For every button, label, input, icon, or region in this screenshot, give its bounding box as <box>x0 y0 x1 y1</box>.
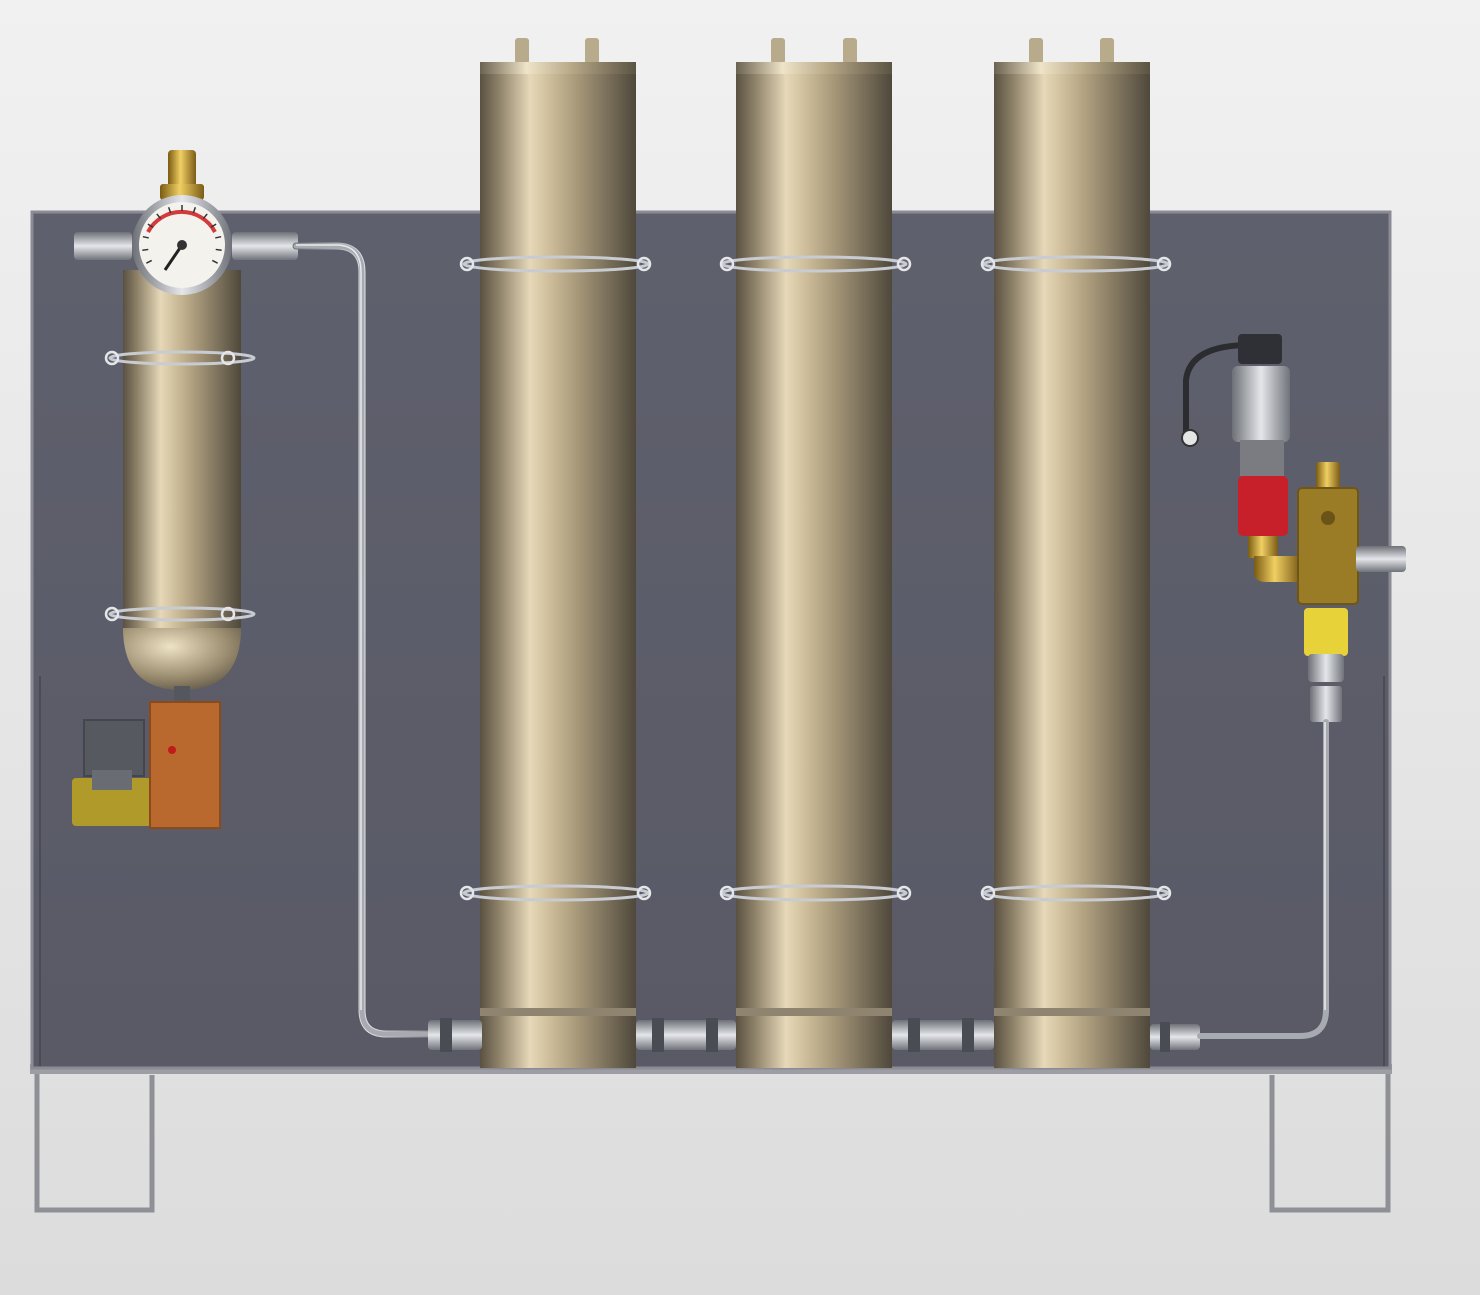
connector-inlet <box>428 1020 482 1050</box>
top-brass-valve <box>168 150 196 192</box>
bottom-connectors <box>428 1018 1200 1052</box>
yellow-fitting <box>1304 608 1348 656</box>
pre-filter-body <box>123 270 241 630</box>
pre-filter-clamp-bottom <box>108 606 256 622</box>
gauge-needle <box>163 244 184 271</box>
clamp-eyelets <box>104 256 1172 901</box>
drain-solenoid <box>83 719 145 777</box>
cylinder-1-clamp-bottom <box>462 884 650 902</box>
red-fitting <box>1238 476 1288 536</box>
brass-valve-top <box>1316 462 1340 490</box>
pressure-gauge <box>132 195 232 295</box>
pre-filter-clamp-top <box>108 350 256 366</box>
pre-filter-assembly <box>72 150 298 829</box>
gauge-tick <box>215 248 222 251</box>
sensor-cable <box>1183 342 1253 439</box>
back-panel <box>30 210 1392 1070</box>
cylinder-3-clamp-top <box>982 255 1170 273</box>
connector-1-2 <box>636 1020 736 1050</box>
left-leg <box>34 1068 155 1213</box>
drain-orange-block <box>149 701 221 829</box>
brass-manifold-block <box>1297 487 1359 605</box>
gauge-tick <box>202 213 208 220</box>
stand-legs <box>30 1064 1392 1213</box>
cylinder-1 <box>462 38 650 1068</box>
gauge-tick <box>142 235 149 239</box>
connector-2-3 <box>892 1020 994 1050</box>
outlet-pipe <box>1197 719 1329 1039</box>
gauge-tick <box>156 213 162 220</box>
sensor-connector <box>1238 334 1282 364</box>
right-side-fitting <box>1356 546 1406 572</box>
gauge-tick <box>192 207 197 214</box>
cylinder-3-clamp-bottom <box>982 884 1170 902</box>
gauge-tick <box>142 248 149 251</box>
cylinder-3 <box>982 38 1170 1068</box>
gauge-tick <box>167 207 172 214</box>
gauge-tick <box>146 259 153 264</box>
gauge-tick <box>210 223 217 228</box>
outlet-assembly <box>1181 334 1406 1039</box>
gauge-ticks <box>142 205 222 264</box>
cylinder-1-clamp-top <box>462 255 650 273</box>
connector-outlet <box>1150 1024 1200 1050</box>
right-fitting <box>232 232 298 260</box>
right-leg <box>1269 1068 1391 1213</box>
left-fitting <box>74 232 132 260</box>
brass-elbow <box>1254 556 1300 582</box>
cylinder-2 <box>720 38 908 1068</box>
gauge-tick <box>147 223 154 228</box>
sensor-body <box>1232 366 1290 442</box>
gauge-tick <box>211 259 218 264</box>
gauge-tick <box>215 235 222 239</box>
